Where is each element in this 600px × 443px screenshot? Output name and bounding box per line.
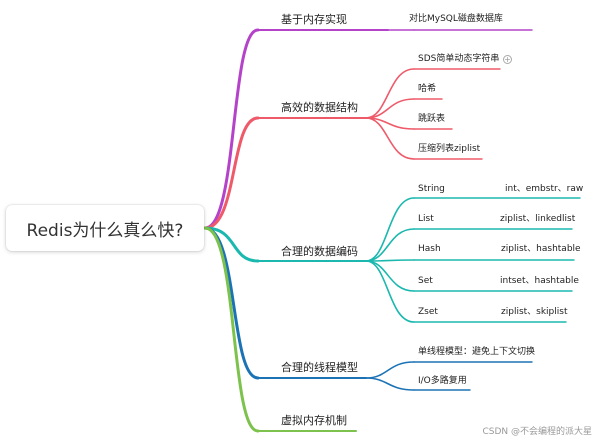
branch-label-thread[interactable]: 合理的线程模型 (281, 361, 358, 374)
leaf-zset-enc: ziplist、skiplist (501, 307, 568, 317)
leaf-set-type[interactable]: Set (418, 276, 433, 286)
root-label: Redis为什么真么快? (26, 220, 184, 241)
leaf-connector (365, 197, 415, 262)
branch-label-memory[interactable]: 基于内存实现 (281, 13, 347, 26)
watermark: CSDN @不会编程的派大星 (482, 427, 592, 437)
branch-label-encoding[interactable]: 合理的数据编码 (281, 245, 358, 258)
leaf-hash-type[interactable]: Hash (418, 244, 441, 254)
leaf-connector (365, 68, 415, 119)
leaf-io-multiplex[interactable]: I/O多路复用 (418, 376, 467, 386)
leaf-connector (365, 260, 415, 323)
leaf-connector (365, 377, 415, 391)
leaf-string-enc: int、embstr、raw (505, 184, 584, 194)
leaf-set-enc: intset、hashtable (500, 276, 579, 286)
branch-label-vm[interactable]: 虚拟内存机制 (281, 414, 347, 427)
plus-circle-icon[interactable]: + (503, 55, 512, 64)
branch-connector (203, 226, 260, 433)
leaf-hash[interactable]: 哈希 (418, 84, 437, 94)
leaf-connector (365, 228, 415, 262)
branch-label-structures[interactable]: 高效的数据结构 (281, 101, 358, 114)
leaf-sds[interactable]: SDS简单动态字符串 (418, 54, 500, 64)
root-node[interactable]: Redis为什么真么快? (6, 205, 204, 251)
leaf-single-thread[interactable]: 单线程模型：避免上下文切换 (418, 347, 536, 357)
leaf-connector (365, 259, 415, 262)
leaf-list-enc: ziplist、linkedlist (500, 214, 576, 224)
leaf-string-type[interactable]: String (418, 184, 445, 194)
leaf-list-type[interactable]: List (418, 214, 434, 224)
leaf-mysql-compare[interactable]: 对比MySQL磁盘数据库 (409, 14, 503, 24)
leaf-connector (365, 117, 415, 160)
leaf-ziplist[interactable]: 压缩列表ziplist (418, 144, 481, 154)
leaf-connector (365, 361, 415, 379)
branch-connector (203, 116, 260, 230)
leaf-connector (365, 260, 415, 292)
leaf-hash-enc: ziplist、hashtable (501, 244, 581, 254)
branch-connector (203, 226, 260, 263)
leaf-skiplist[interactable]: 跳跃表 (418, 114, 446, 124)
leaf-connector (365, 98, 415, 119)
leaf-zset-type[interactable]: Zset (418, 307, 438, 317)
branch-connector (203, 28, 260, 230)
